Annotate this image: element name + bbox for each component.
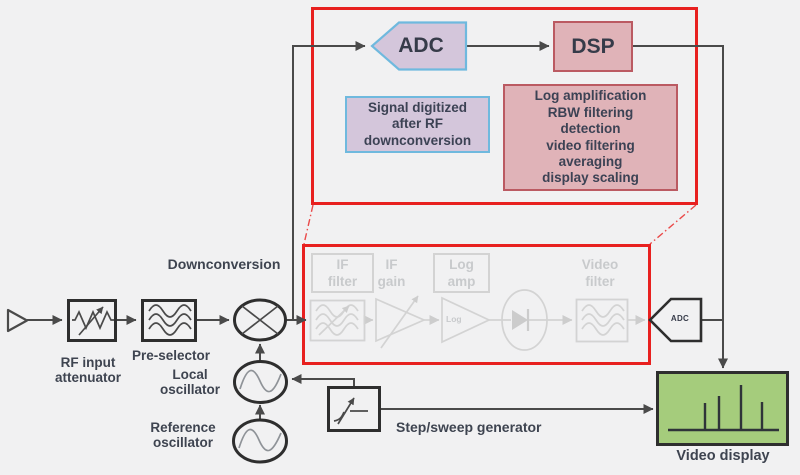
filter-waves-icon <box>315 322 359 336</box>
mixer-x-icon <box>241 305 279 335</box>
rf-attenuator-label-line: RF input <box>60 355 116 370</box>
callout-dash-right <box>649 204 697 245</box>
ramp-icon <box>333 411 345 422</box>
adc-block-label: ADC <box>398 34 444 57</box>
variable-arrow-icon <box>78 306 104 336</box>
video-display-block <box>656 371 789 446</box>
diode-icon <box>512 310 528 330</box>
log-amp-label: Log amp <box>433 253 490 293</box>
if-gain-label-line: gain <box>377 274 406 289</box>
if-filter-box <box>309 299 366 342</box>
variable-arrow-icon <box>380 295 419 349</box>
wire-sweep-to-lo <box>291 374 355 387</box>
preselector-block <box>141 299 197 342</box>
rf-attenuator-label-line: attenuator <box>54 369 121 385</box>
reference-oscillator-label-line: oscillator <box>152 434 214 450</box>
preselector-label: Pre-selector <box>131 348 211 363</box>
dsp-note-line: Log amplification <box>534 88 647 104</box>
video-display-screen <box>656 371 789 446</box>
legacy-if-chain <box>309 289 646 351</box>
sine-wave-icon <box>239 369 282 393</box>
video-filter-box <box>575 298 629 343</box>
sweep-generator-block <box>327 386 381 432</box>
rf-attenuator-block <box>67 299 117 342</box>
local-oscillator-label: Local oscillator <box>138 367 242 397</box>
signal-note-line: Signal digitized <box>367 99 467 115</box>
mixer-block <box>233 298 287 342</box>
if-filter-label-line: filter <box>327 274 358 289</box>
signal-digitized-note: Signal digitized after RF downconversion <box>345 96 490 153</box>
filter-waves-icon <box>315 304 359 318</box>
log-amp-label-line: Log <box>449 257 474 272</box>
log-amp-symbol <box>441 296 492 344</box>
log-symbol-text: Log <box>446 314 462 324</box>
detector-circle <box>501 289 548 351</box>
filter-waves-icon <box>148 313 192 327</box>
filter-waves-icon <box>148 304 192 318</box>
dsp-note-line: video filtering <box>546 137 635 153</box>
filter-waves-icon <box>315 313 359 327</box>
filter-waves-icon <box>581 304 625 318</box>
log-amp-label-line: amp <box>447 274 476 289</box>
digital-callout-red-box <box>311 7 698 205</box>
video-filter-symbol <box>575 298 629 343</box>
signal-note-line: after RF <box>391 116 443 132</box>
filter-waves-icon <box>148 322 192 336</box>
if-gain-label: IF gain <box>368 253 415 293</box>
dsp-note-line: RBW filtering <box>547 104 634 120</box>
wire-mixer-to-adc <box>292 41 366 320</box>
small-adc-label: ADC <box>670 314 690 323</box>
callout-dash-left <box>303 204 314 245</box>
video-filter-label-line: filter <box>585 274 615 289</box>
amplifier-triangle-icon <box>375 297 427 343</box>
signal-wires <box>27 41 728 419</box>
dsp-functions-note: Log amplification RBW filtering detectio… <box>503 84 678 191</box>
local-oscillator-label-line: Local <box>172 367 208 382</box>
dsp-block: DSP <box>553 21 633 72</box>
local-oscillator-label-line: oscillator <box>159 381 221 397</box>
rf-attenuator-label: RF input attenuator <box>34 355 142 385</box>
if-gain-label-line: IF <box>385 257 398 272</box>
dsp-note-line: detection <box>560 121 621 137</box>
downconversion-label: Downconversion <box>167 256 281 272</box>
signal-note-line: downconversion <box>363 132 472 148</box>
resistor-icon <box>72 309 114 331</box>
video-display-label: Video display <box>676 448 770 464</box>
legacy-if-red-box <box>302 244 651 365</box>
detector-symbol <box>501 289 548 351</box>
if-filter-symbol <box>309 299 366 342</box>
if-filter-label-line: IF <box>336 257 349 272</box>
sweep-generator-box <box>327 386 381 432</box>
wire-dsp-to-display <box>633 45 728 369</box>
local-oscillator-block <box>233 360 288 404</box>
reference-oscillator-label: Reference oscillator <box>131 420 235 450</box>
reference-oscillator-label-line: Reference <box>150 420 216 435</box>
amplifier-triangle-icon <box>441 296 492 344</box>
small-adc-pentagon <box>648 297 703 343</box>
variable-arrow-icon <box>318 305 350 336</box>
sine-wave-icon <box>238 428 282 452</box>
dsp-note-line: averaging <box>558 153 623 169</box>
dsp-note-line: display scaling <box>542 170 639 186</box>
video-filter-label: Video filter <box>569 253 631 293</box>
adc-pentagon <box>370 21 468 71</box>
reference-oscillator-block <box>232 418 288 464</box>
if-filter-label: IF filter <box>311 253 374 293</box>
video-filter-label-line: Video <box>581 257 619 272</box>
filter-waves-icon <box>581 322 625 336</box>
sweep-generator-label: Step/sweep generator <box>396 419 542 435</box>
antenna-input-icon <box>6 308 29 333</box>
ramp-arrow-icon <box>337 397 355 425</box>
spectrum-peaks-icon <box>703 385 764 430</box>
filter-waves-icon <box>581 313 625 327</box>
if-gain-symbol <box>375 295 427 349</box>
